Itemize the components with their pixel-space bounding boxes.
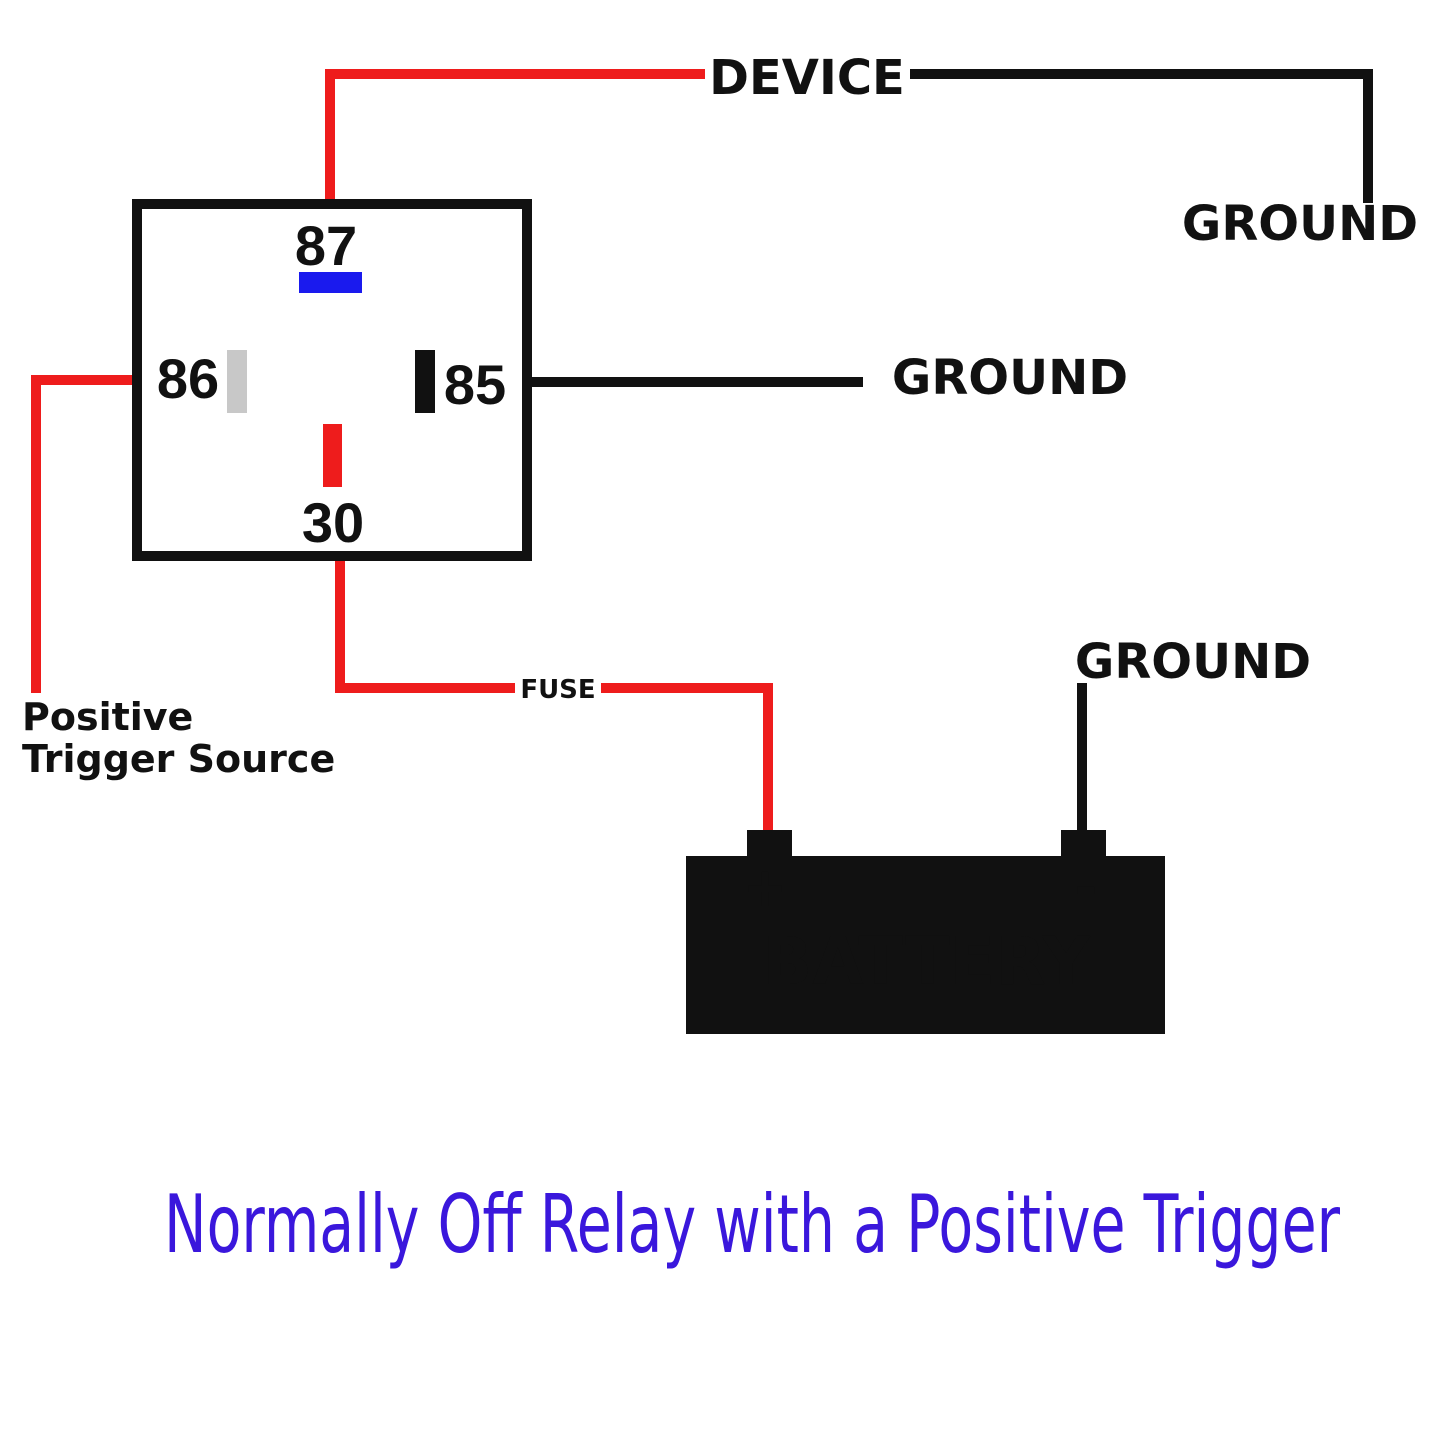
diagram-caption: Normally Off Relay with a Positive Trigg… [164,1178,1340,1271]
battery-positive-symbol: + [742,856,787,919]
wire-87-to-device [325,69,705,205]
pin-85-marker [415,350,435,413]
wire-device-to-ground [910,69,1373,203]
trigger-label-line1: Positive [22,695,193,739]
pin-87-marker [299,272,362,293]
relay-box [132,199,532,561]
ground-relay-label: GROUND [892,350,1128,406]
battery-body [686,856,1165,1034]
wire-trigger-to-86 [31,375,137,693]
pin-30-label: 30 [302,491,364,554]
wire-fuse-to-battery-positive [601,683,773,837]
battery: + - BATTERY [686,830,1165,1034]
battery-positive-terminal [747,830,792,860]
pin-85-label: 85 [444,353,506,416]
pin-86-marker [227,350,247,413]
battery-negative-symbol: - [1075,856,1097,919]
pin-87-label: 87 [295,214,357,277]
pin-30-marker [323,424,342,487]
pin-86-label: 86 [157,347,219,410]
battery-title: BATTERY [762,923,1091,1000]
wire-30-to-fuse [335,555,515,693]
device-label: DEVICE [709,50,905,106]
ground-battery-label: GROUND [1075,634,1311,690]
fuse-label: FUSE [520,675,595,705]
battery-negative-terminal [1061,830,1106,860]
trigger-label-line2: Trigger Source [22,737,335,781]
ground-top-label: GROUND [1182,196,1418,252]
